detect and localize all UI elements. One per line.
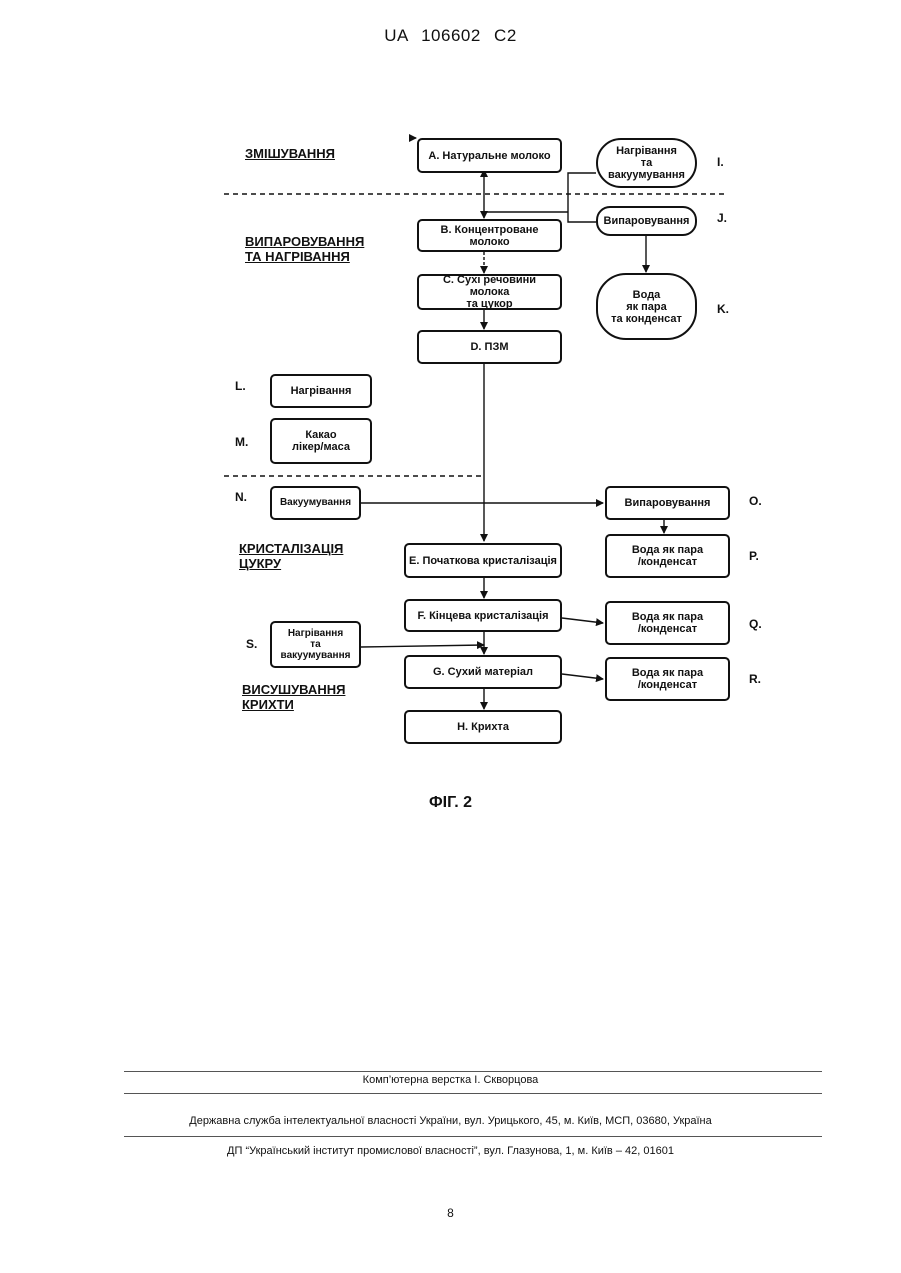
figure-caption: ФІГ. 2 (0, 794, 901, 812)
label-M: M. (235, 435, 248, 449)
box-G-dry-material: G. Сухий матеріал (404, 655, 562, 689)
box-A-natural-milk: A. Натуральне молоко (417, 138, 562, 173)
box-I-heating-vacuuming: Нагрівання та вакуумування (596, 138, 697, 188)
arrow-F-Q (562, 618, 603, 623)
box-E-initial-crystallization: E. Початкова кристалізація (404, 543, 562, 578)
arrow-G-R (562, 674, 603, 679)
box-Q-water-vapor-condensate: Вода як пара /конденсат (605, 601, 730, 645)
page-number: 8 (0, 1206, 901, 1220)
box-F-final-crystallization: F. Кінцева кристалізація (404, 599, 562, 632)
label-L: L. (235, 379, 246, 393)
label-J: J. (717, 211, 727, 225)
box-K-water-vapor-condensate: Вода як пара та конденсат (596, 273, 697, 340)
box-R-water-vapor-condensate: Вода як пара /конденсат (605, 657, 730, 701)
box-P-water-vapor-condensate: Вода як пара /конденсат (605, 534, 730, 578)
label-N: N. (235, 490, 247, 504)
footer-rule-3 (124, 1136, 822, 1137)
box-S-heating-vacuuming: Нагрівання та вакуумування (270, 621, 361, 668)
box-B-concentrated-milk: B. Концентроване молоко (417, 219, 562, 252)
box-N-vacuuming: Вакуумування (270, 486, 361, 520)
box-M-cocoa-liquor: Какао лікер/маса (270, 418, 372, 464)
box-H-crumb: H. Крихта (404, 710, 562, 744)
label-Q: Q. (749, 617, 762, 631)
label-O: O. (749, 494, 762, 508)
label-S: S. (246, 637, 257, 651)
footer-rule-2 (124, 1093, 822, 1094)
label-I: I. (717, 155, 724, 169)
label-K: K. (717, 302, 729, 316)
footer-institute: ДП “Український інститут промислової вла… (0, 1145, 901, 1157)
footer-rule-1 (124, 1071, 822, 1072)
label-P: P. (749, 549, 759, 563)
stage-label-mixing: ЗМІШУВАННЯ (245, 146, 335, 161)
label-R: R. (749, 672, 761, 686)
box-O-evaporation: Випаровування (605, 486, 730, 520)
footer-office: Державна служба інтелектуальної власност… (0, 1115, 901, 1127)
stage-label-drying: ВИСУШУВАННЯ КРИХТИ (242, 682, 345, 712)
stage-label-evaporation: ВИПАРОВУВАННЯ ТА НАГРІВАННЯ (245, 234, 364, 264)
box-L-heating: Нагрівання (270, 374, 372, 408)
arrow-S-trunk (361, 645, 484, 647)
box-D-pzm: D. ПЗМ (417, 330, 562, 364)
footer-layout-credit: Комп’ютерна верстка І. Скворцова (0, 1074, 901, 1086)
box-C-milk-solids-sugar: C. Сухі речовини молока та цукор (417, 274, 562, 310)
stage-label-crystallization: КРИСТАЛІЗАЦІЯ ЦУКРУ (239, 541, 343, 571)
bracket-I-J (568, 173, 596, 222)
box-J-evaporation: Випаровування (596, 206, 697, 236)
